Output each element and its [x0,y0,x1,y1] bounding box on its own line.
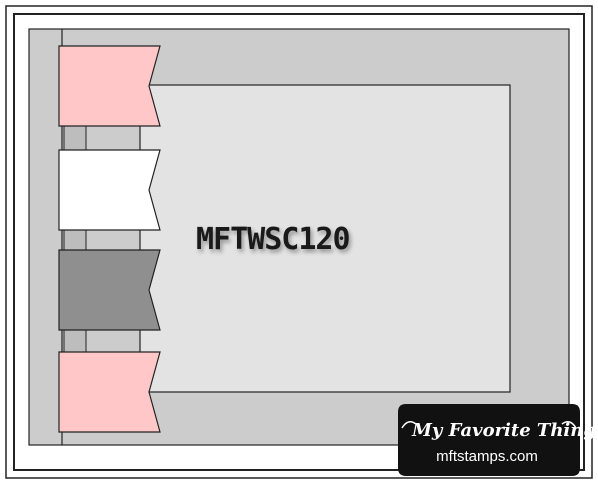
banner-2 [58,149,161,231]
center-panel [139,84,511,393]
logo-url: mftstamps.com [436,448,538,465]
logo-name: My Favorite Things [412,420,598,441]
sketch-title: MFTWSC120 [196,222,351,257]
banner-4 [58,351,161,433]
banner-1 [58,45,161,127]
banner-3 [58,249,161,331]
logo-badge [398,404,580,476]
logo-swirl-right [561,421,577,429]
logo-swirl-left [401,421,417,429]
